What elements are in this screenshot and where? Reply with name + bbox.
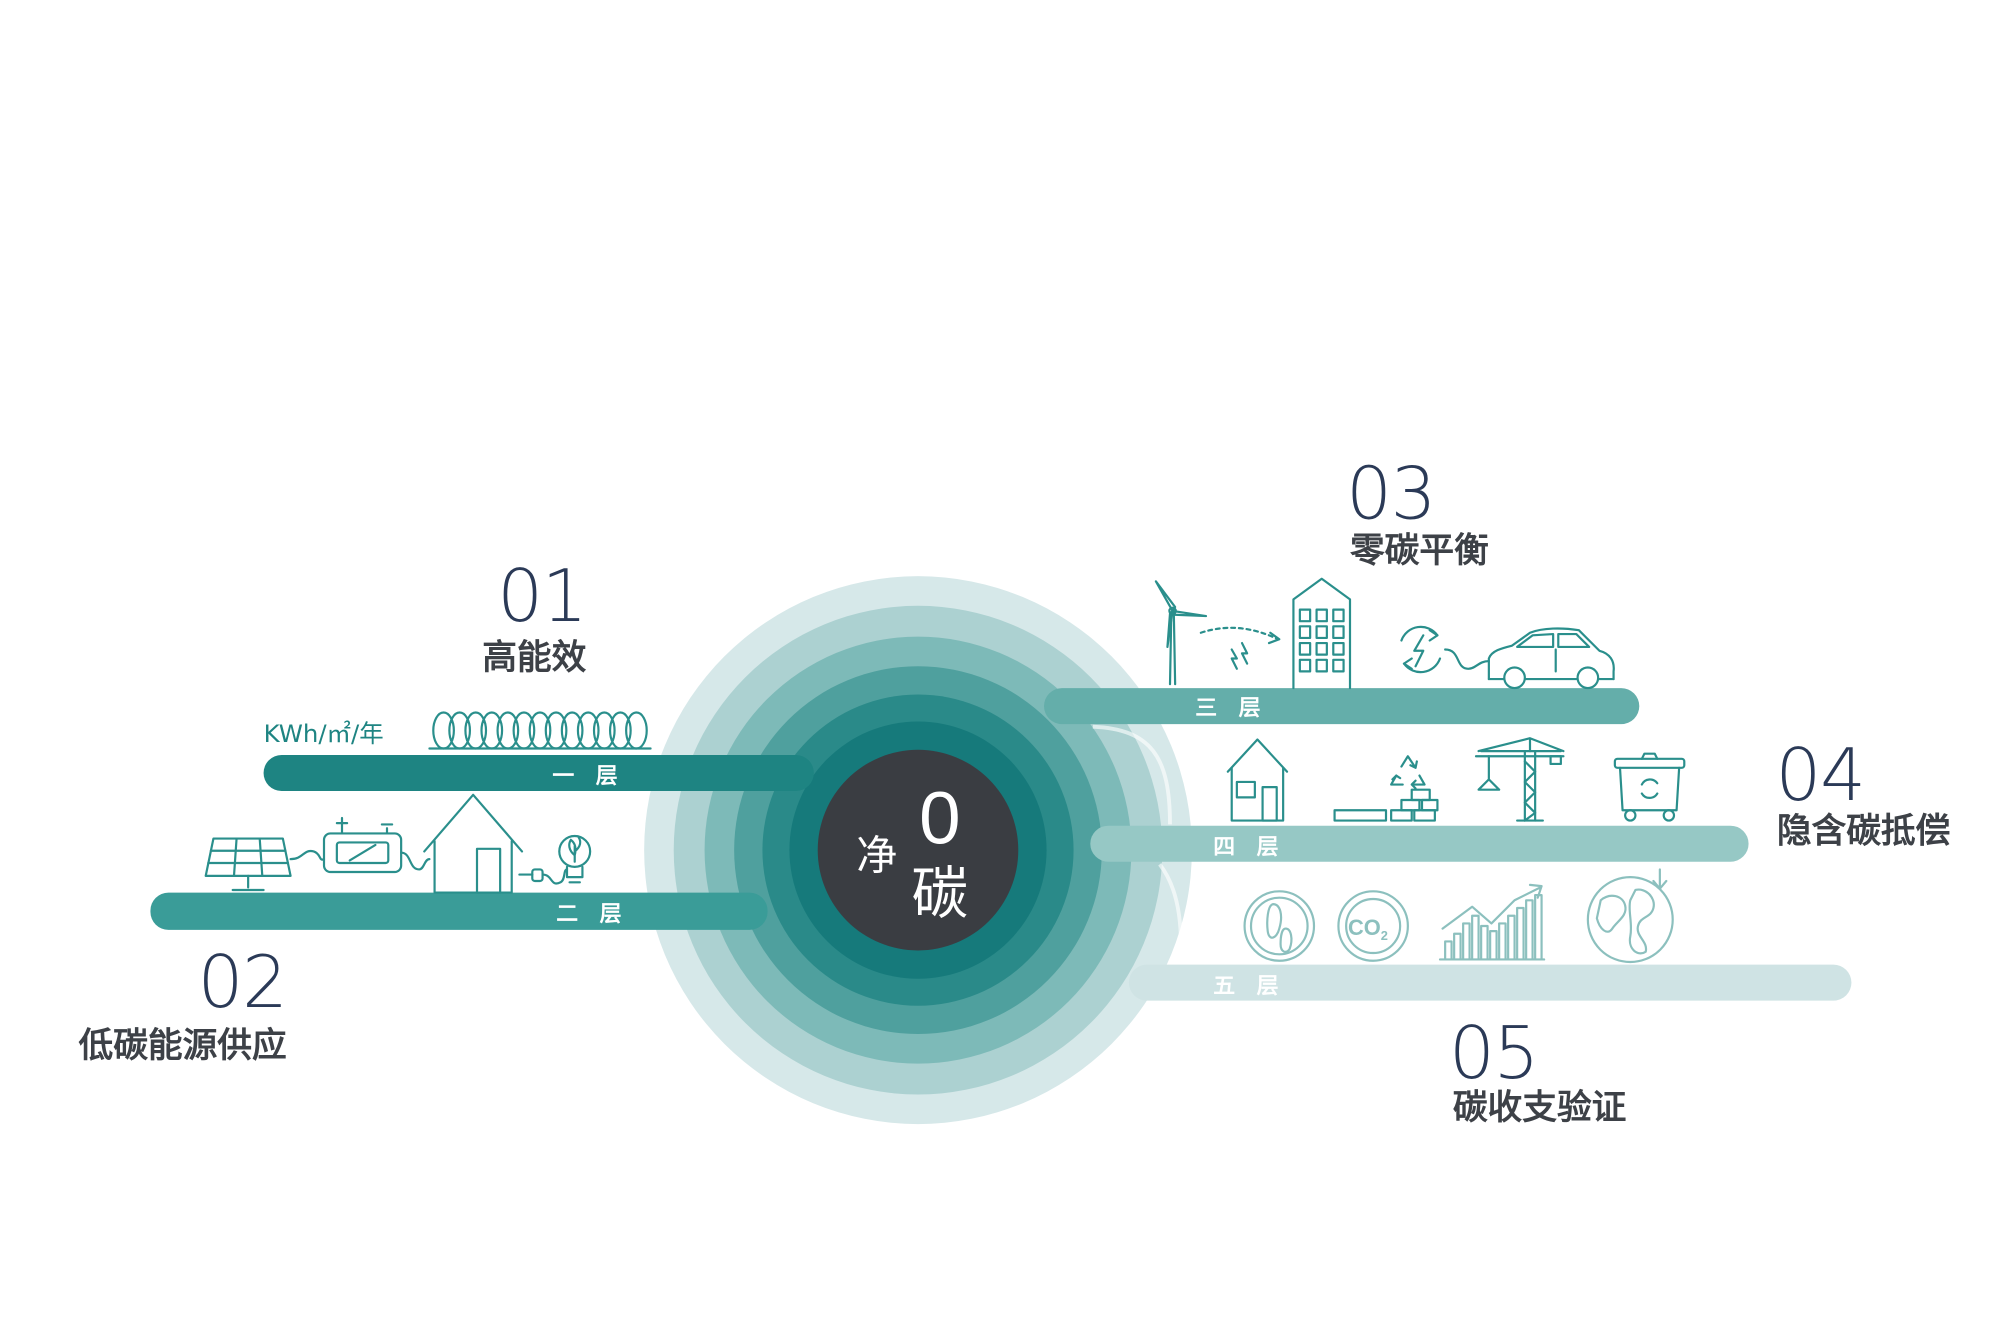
plug-icon <box>518 868 569 885</box>
solar-panel-icon <box>204 837 292 892</box>
coil-loops <box>432 711 648 750</box>
recycle-bricks-icon <box>1333 755 1439 822</box>
layer-2-bar-label: 二 层 <box>556 901 629 926</box>
layer-2-icons <box>204 793 592 894</box>
layer-4-bar <box>1090 825 1749 862</box>
layer-3-bar-label: 三 层 <box>1195 695 1268 720</box>
coil-icon <box>428 711 652 750</box>
connector-curve-4-5 <box>1158 863 1183 964</box>
layer-5-bar-label: 五 层 <box>1213 973 1286 998</box>
layer-2-number: 02 <box>198 940 287 1024</box>
center-zero: 0 <box>919 776 960 860</box>
connector-curve-3-4 <box>1092 724 1172 825</box>
layer-4-number: 04 <box>1776 733 1865 817</box>
co2-subscript: 2 <box>1381 928 1388 943</box>
layer-1-bar <box>263 754 814 791</box>
lightbulb-icon <box>558 834 592 884</box>
growth-chart-icon <box>1438 883 1546 961</box>
layer-3-number: 03 <box>1346 451 1435 535</box>
recycle-bin-icon <box>1613 752 1686 822</box>
co2-icon <box>1337 890 1409 962</box>
layer-4-title: 隐含碳抵偿 <box>1777 811 1950 850</box>
footprint-icon <box>1243 890 1316 962</box>
house-icon <box>423 793 524 894</box>
layer-3-icons <box>1154 577 1615 690</box>
connector-curves <box>1092 724 1183 964</box>
wind-turbine-icon <box>1154 580 1208 686</box>
charging-cable-icon <box>1444 648 1490 670</box>
wire-icon <box>400 851 431 871</box>
lightning-arrow-icon <box>1199 626 1281 670</box>
layer-5-title: 碳收支验证 <box>1453 1088 1626 1127</box>
layer-5-number: 05 <box>1449 1011 1538 1095</box>
layer-2-title: 低碳能源供应 <box>79 1026 287 1065</box>
charging-icon <box>1400 625 1442 674</box>
layer-4-icons <box>1226 737 1686 822</box>
crane-icon <box>1474 737 1565 822</box>
globe-icon <box>1586 868 1674 964</box>
center-circle <box>817 749 1019 951</box>
co2-icon-label: CO2 <box>1348 915 1388 943</box>
layer-1-bar-label: 一 层 <box>552 763 625 788</box>
layer-3-title: 零碳平衡 <box>1350 531 1489 570</box>
layer-5-bar <box>1128 964 1852 1001</box>
center-suffix: 碳 <box>912 862 969 925</box>
layer-1-unit-label: KWh/㎡/年 <box>264 719 384 748</box>
co2-label: CO <box>1348 915 1381 940</box>
layer-1-number: 01 <box>497 554 586 638</box>
layer-4-bar-label: 四 层 <box>1213 834 1286 859</box>
layer-2-bar <box>150 892 768 930</box>
building-icon <box>1292 577 1352 690</box>
electric-car-icon <box>1487 627 1615 690</box>
house-icon <box>1226 738 1289 822</box>
layer-bars <box>150 688 1852 1001</box>
center-prefix: 净 <box>856 832 897 878</box>
layer-5-icons <box>1243 868 1674 964</box>
wire-icon <box>289 849 326 861</box>
layer-3-bar <box>1044 688 1640 725</box>
layer-1-title: 高能效 <box>482 638 586 677</box>
